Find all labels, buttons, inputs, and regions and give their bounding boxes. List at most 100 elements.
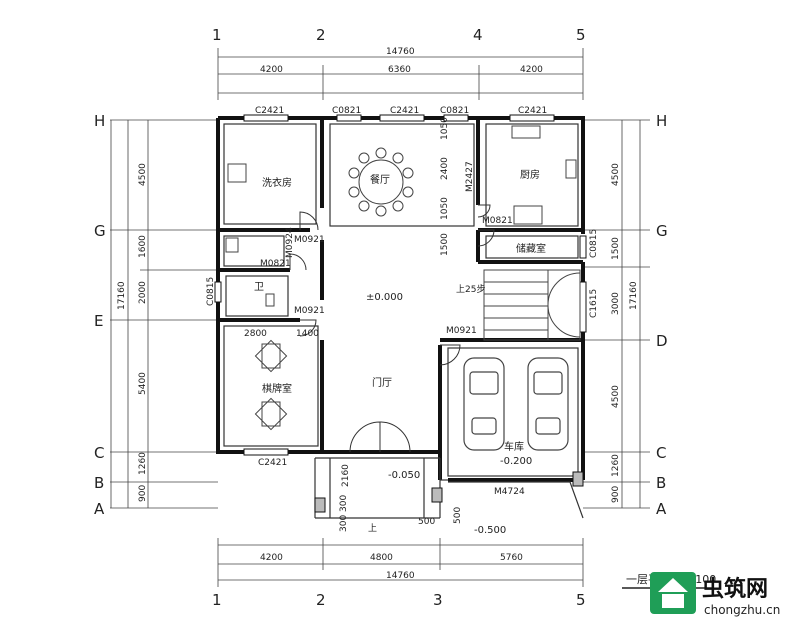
dim-right-1: 4500 bbox=[611, 163, 621, 186]
inner-dim-1500: 1500 bbox=[440, 233, 450, 256]
label-window-wc: C0815 bbox=[206, 277, 216, 306]
vertical-dimension-texts: 4500 1600 2000 5400 1260 900 17160 4500 … bbox=[117, 163, 639, 503]
inner-dim-2800: 2800 bbox=[244, 329, 267, 339]
label-door-laundry: M0921 bbox=[294, 235, 325, 245]
dim-right-4: 4500 bbox=[611, 385, 621, 408]
dim-left-4: 5400 bbox=[138, 372, 148, 395]
axis-left-B: B bbox=[94, 474, 104, 492]
watermark-url: chongzhu.cn bbox=[704, 603, 780, 617]
label-window-dining-c: C0821 bbox=[440, 106, 469, 116]
inner-dim-500b: 500 bbox=[453, 507, 463, 524]
axis-left-A: A bbox=[94, 500, 105, 518]
label-door-extra: M0924 bbox=[285, 227, 295, 258]
porch-post-right bbox=[431, 487, 443, 503]
doors bbox=[289, 204, 495, 453]
inner-dim-500a: 500 bbox=[418, 517, 435, 527]
room-chess: 棋牌室 bbox=[262, 382, 292, 395]
watermark-logo bbox=[650, 572, 696, 614]
wc-toilet bbox=[265, 293, 275, 307]
wc-basin bbox=[225, 237, 239, 253]
level-marks: ±0.000 -0.050 -0.200 -0.500 上25步 上 bbox=[366, 284, 532, 536]
level-garage: -0.200 bbox=[500, 456, 532, 467]
axis-bottom-3: 3 bbox=[433, 591, 443, 609]
label-window-storage: C0815 bbox=[589, 229, 599, 258]
code-labels: C2421 C0821 C2421 C0821 C2421 C2421 C081… bbox=[206, 106, 599, 532]
room-kitchen: 厨房 bbox=[520, 168, 540, 181]
horizontal-dimension-texts: 14760 4200 6360 4200 4200 4800 5760 1476… bbox=[260, 47, 543, 581]
dim-right-2: 1500 bbox=[611, 237, 621, 260]
window-wc bbox=[214, 281, 222, 303]
dim-left-total: 17160 bbox=[117, 281, 127, 310]
dim-bottom-3: 5760 bbox=[500, 553, 523, 563]
label-door-wc: M0821 bbox=[260, 259, 291, 269]
label-window-kitchen: C2421 bbox=[518, 106, 547, 116]
inner-outlines bbox=[223, 123, 584, 519]
label-window-dining-b: C2421 bbox=[390, 106, 419, 116]
label-window-dining-a: C0821 bbox=[332, 106, 361, 116]
axis-left-H: H bbox=[94, 112, 105, 130]
door-garage-side bbox=[439, 344, 461, 366]
axis-top-5: 5 bbox=[576, 26, 586, 44]
dim-right-total: 17160 bbox=[629, 281, 639, 310]
kitchen-counter bbox=[513, 205, 543, 225]
inner-dim-300b: 300 bbox=[339, 495, 349, 512]
window-laundry bbox=[243, 114, 289, 122]
level-outside: -0.500 bbox=[474, 525, 506, 536]
label-door-chess: M0921 bbox=[294, 306, 325, 316]
window-kitchen bbox=[509, 114, 555, 122]
label-door-side: M0921 bbox=[446, 326, 477, 336]
label-door-kitchen: M0821 bbox=[482, 216, 513, 226]
dim-bottom-1: 4200 bbox=[260, 553, 283, 563]
porch-post-left bbox=[314, 497, 326, 513]
axis-left-G: G bbox=[94, 222, 106, 240]
axis-left-E: E bbox=[94, 312, 103, 330]
label-window-chess: C2421 bbox=[258, 458, 287, 468]
inner-dim-300a: 300 bbox=[339, 515, 349, 532]
inner-dim-1050b: 1050 bbox=[440, 197, 450, 220]
dim-left-1: 4500 bbox=[138, 163, 148, 186]
washer bbox=[227, 163, 247, 183]
inner-dim-2400: 2400 bbox=[440, 157, 450, 180]
room-storage: 储藏室 bbox=[516, 242, 546, 255]
watermark: 虫筑网 chongzhu.cn bbox=[650, 572, 780, 617]
bottom-dimension-lines bbox=[217, 538, 584, 587]
window-chess bbox=[243, 448, 289, 456]
door-main-entrance bbox=[349, 421, 411, 453]
dim-left-6: 900 bbox=[138, 485, 148, 502]
door-wc bbox=[289, 253, 307, 271]
label-window-stair: C1615 bbox=[589, 289, 599, 318]
dim-top-total: 14760 bbox=[386, 47, 415, 57]
dim-bottom-total: 14760 bbox=[386, 571, 415, 581]
axis-right-G: G bbox=[656, 222, 668, 240]
dim-top-1: 4200 bbox=[260, 65, 283, 75]
garage-post bbox=[572, 471, 584, 487]
room-names: 洗衣房 餐厅 厨房 储藏室 卫 棋牌室 门厅 车库 bbox=[254, 168, 546, 453]
ramp-up: 上 bbox=[368, 523, 377, 534]
label-door-garage: M4724 bbox=[494, 487, 525, 497]
axis-top-2: 2 bbox=[316, 26, 326, 44]
axis-top-1: 1 bbox=[212, 26, 222, 44]
inner-dim-1050a: 1050 bbox=[440, 117, 450, 140]
axis-right-A: A bbox=[656, 500, 667, 518]
garage-cars bbox=[463, 357, 569, 451]
stair bbox=[483, 269, 581, 341]
fixtures bbox=[225, 125, 577, 307]
axis-right-C: C bbox=[656, 444, 666, 462]
dim-bottom-2: 4800 bbox=[370, 553, 393, 563]
dim-left-5: 1260 bbox=[138, 452, 148, 475]
room-garage: 车库 bbox=[504, 440, 524, 453]
kitchen-stove bbox=[565, 159, 577, 179]
windows bbox=[214, 114, 587, 513]
right-dimension-lines bbox=[583, 119, 650, 509]
label-window-laundry: C2421 bbox=[255, 106, 284, 116]
watermark-brand: 虫筑网 bbox=[702, 576, 768, 602]
dim-right-6: 900 bbox=[611, 486, 621, 503]
window-stair bbox=[579, 281, 587, 333]
room-dining: 餐厅 bbox=[370, 173, 390, 186]
axis-left-C: C bbox=[94, 444, 104, 462]
dim-right-3: 3000 bbox=[611, 292, 621, 315]
dim-top-2: 6360 bbox=[388, 65, 411, 75]
dim-right-5: 1260 bbox=[611, 454, 621, 477]
left-dimension-lines bbox=[110, 119, 218, 509]
